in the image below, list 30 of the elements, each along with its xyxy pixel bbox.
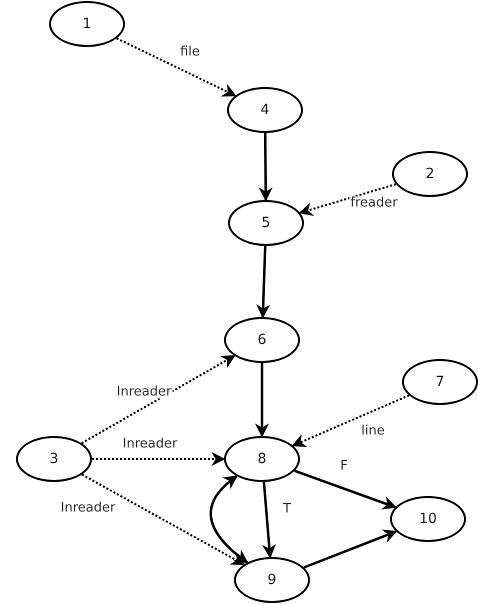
- ellipse-node: 1: [49, 1, 125, 47]
- ellipse-node: 5: [228, 200, 304, 246]
- edge-label: T: [282, 502, 292, 516]
- arrow: [81, 354, 236, 444]
- edge-label: freader: [349, 196, 399, 210]
- edge-label: F: [339, 460, 349, 472]
- ellipse-node: 8: [224, 436, 300, 482]
- arrow: [210, 475, 248, 564]
- arrow: [116, 37, 237, 97]
- ellipse-node: 10: [390, 496, 466, 542]
- arrow: [92, 452, 226, 466]
- ellipse-node: 2: [392, 151, 468, 197]
- edge-label: file: [179, 46, 201, 58]
- arrow: [303, 530, 398, 569]
- ellipse-node: 7: [402, 359, 478, 405]
- ellipse-node: 3: [16, 436, 92, 482]
- arrow: [294, 470, 397, 510]
- arrow: [298, 183, 396, 216]
- edge-label: Inreader: [116, 386, 172, 398]
- edge-label: line: [360, 424, 386, 438]
- ellipse-node: 9: [234, 557, 310, 603]
- arrow: [262, 482, 276, 558]
- edge-label: Inreader: [122, 438, 178, 450]
- ellipse-node: 6: [224, 317, 300, 363]
- edge-label: Inreader: [60, 502, 116, 514]
- arrow: [256, 246, 270, 318]
- ellipse-node: 4: [227, 87, 303, 133]
- arrow: [82, 474, 246, 566]
- arrow: [255, 363, 269, 438]
- arrow: [258, 133, 273, 202]
